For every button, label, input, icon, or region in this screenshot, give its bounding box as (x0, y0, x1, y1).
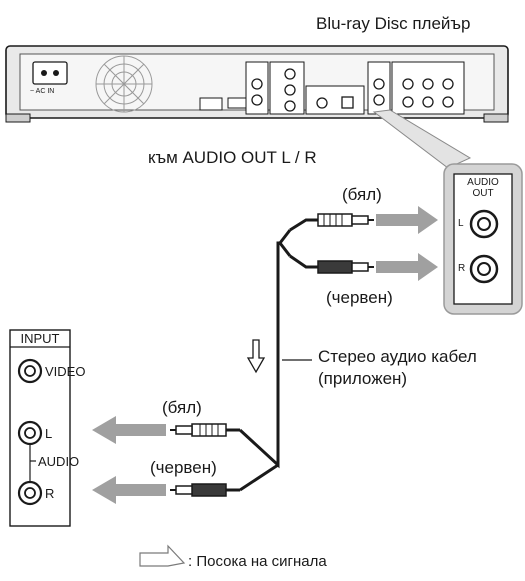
player-rear-panel (5, 45, 509, 123)
cable-bottom-pair (92, 416, 240, 504)
audio-out-right-jack-icon (469, 254, 499, 284)
cable-top-red-label: (червен) (326, 288, 393, 307)
cable-description-line1: Стерео аудио кабел (318, 347, 477, 366)
audio-out-right-label: R (458, 263, 466, 274)
player-title: Blu-ray Disc плейър (316, 14, 471, 33)
legend-text: : Посока на сигнала (188, 553, 327, 570)
input-left-label: L (45, 426, 53, 441)
surround-output-block (391, 61, 465, 115)
fan-grille-icon (95, 55, 153, 113)
component-video-out-block (269, 61, 305, 115)
input-video-label: VIDEO (45, 364, 86, 379)
digital-out-block (305, 85, 365, 115)
hdmi-label-box (199, 97, 223, 111)
cable-description: Стерео аудио кабел (приложен) (318, 346, 477, 390)
plug-white-top-icon (317, 213, 353, 227)
plug-white-bottom-icon (191, 423, 227, 437)
cable-trunk (238, 229, 292, 492)
to-audio-out-label: към AUDIO OUT L / R (148, 148, 317, 167)
cable-bottom-white-label: (бял) (162, 398, 202, 417)
cable-description-line2: (приложен) (318, 369, 408, 388)
plug-red-bottom-icon (191, 483, 227, 497)
audio-out-title-line2: OUT (472, 188, 494, 199)
cable-top-white-label: (бял) (342, 185, 382, 204)
input-right-jack-icon (17, 480, 43, 506)
ac-in-socket-icon (32, 61, 68, 85)
cable-bottom-red-label: (червен) (150, 458, 217, 477)
plug-red-top-icon (317, 260, 353, 274)
zoom-callout (372, 109, 472, 169)
audio-out-left-label: L (458, 218, 464, 229)
player-audio-out-block (367, 61, 391, 115)
input-left-jack-icon (17, 420, 43, 446)
cable-top-pair (289, 206, 438, 281)
input-audio-label: AUDIO (38, 454, 80, 469)
audio-out-left-jack-icon (469, 209, 499, 239)
arrow-to-audio-out-r-icon (376, 253, 438, 281)
input-right-label: R (45, 486, 55, 501)
arrow-to-audio-out-l-icon (376, 206, 438, 234)
signal-direction-arrow-icon (246, 339, 266, 374)
audio-out-title: AUDIO OUT (457, 177, 509, 199)
hdmi-port-icon (227, 97, 247, 109)
input-panel-title: INPUT (20, 331, 60, 346)
legend-signal-arrow-icon (139, 544, 186, 567)
arrow-to-input-l-icon (92, 416, 166, 444)
ac-in-label: ~ AC IN (30, 88, 55, 95)
input-video-jack-icon (17, 358, 43, 384)
audio-out-panel (443, 163, 523, 315)
audio-out-title-line1: AUDIO (467, 177, 499, 188)
tv-input-panel (9, 329, 71, 527)
video-out-block (245, 61, 269, 115)
arrow-to-input-r-icon (92, 476, 166, 504)
